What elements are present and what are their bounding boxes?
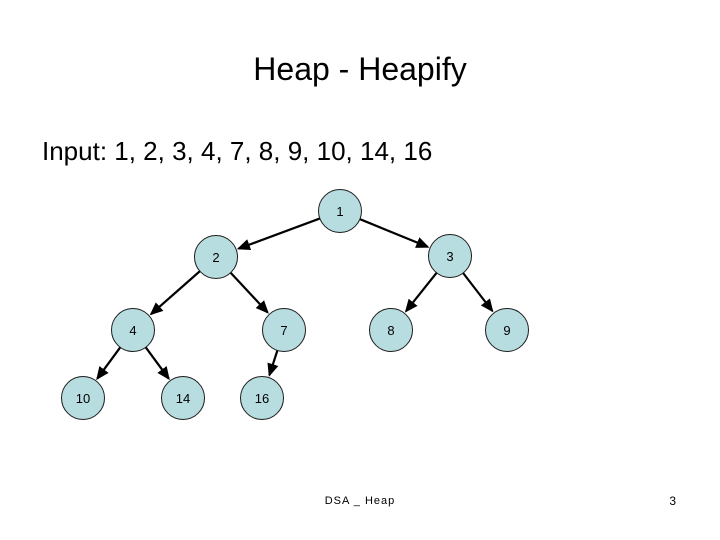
tree-node-4: 4 — [111, 308, 155, 352]
footer-label: DSA _ Heap — [324, 495, 396, 507]
tree-node-label: 10 — [75, 390, 91, 406]
tree-node-label: 2 — [212, 249, 220, 265]
tree-edge-layer — [96, 217, 494, 381]
tree-edge-2-to-7 — [229, 271, 269, 314]
tree-edge-4-to-10 — [96, 346, 122, 381]
tree-node-10: 10 — [61, 376, 105, 420]
tree-edge-3-to-8 — [404, 271, 438, 313]
tree-edge-1-to-2 — [236, 217, 321, 251]
tree-node-label: 16 — [254, 390, 270, 406]
tree-node-label: 9 — [503, 322, 511, 338]
tree-node-8: 8 — [369, 308, 413, 352]
tree-node-label: 1 — [336, 203, 344, 219]
input-sequence-label: Input: 1, 2, 3, 4, 7, 8, 9, 10, 14, 16 — [42, 136, 433, 166]
tree-node-label: 14 — [175, 390, 191, 406]
tree-node-3: 3 — [428, 234, 472, 278]
page-title: Heap - Heapify — [253, 51, 467, 87]
tree-node-16: 16 — [240, 376, 284, 420]
tree-node-label: 7 — [280, 322, 288, 338]
tree-node-label: 8 — [387, 322, 395, 338]
tree-node-label: 4 — [129, 322, 137, 338]
tree-node-7: 7 — [262, 308, 306, 352]
tree-node-9: 9 — [485, 308, 529, 352]
tree-node-2: 2 — [194, 235, 238, 279]
page-number: 3 — [669, 494, 676, 508]
tree-edge-3-to-9 — [461, 271, 494, 313]
tree-edge-7-to-16 — [267, 349, 279, 377]
tree-node-14: 14 — [161, 376, 205, 420]
tree-node-1: 1 — [318, 189, 362, 233]
tree-node-label: 3 — [446, 248, 454, 264]
tree-edge-1-to-3 — [359, 217, 430, 248]
tree-edge-4-to-14 — [144, 346, 170, 381]
tree-edge-2-to-4 — [149, 270, 201, 316]
